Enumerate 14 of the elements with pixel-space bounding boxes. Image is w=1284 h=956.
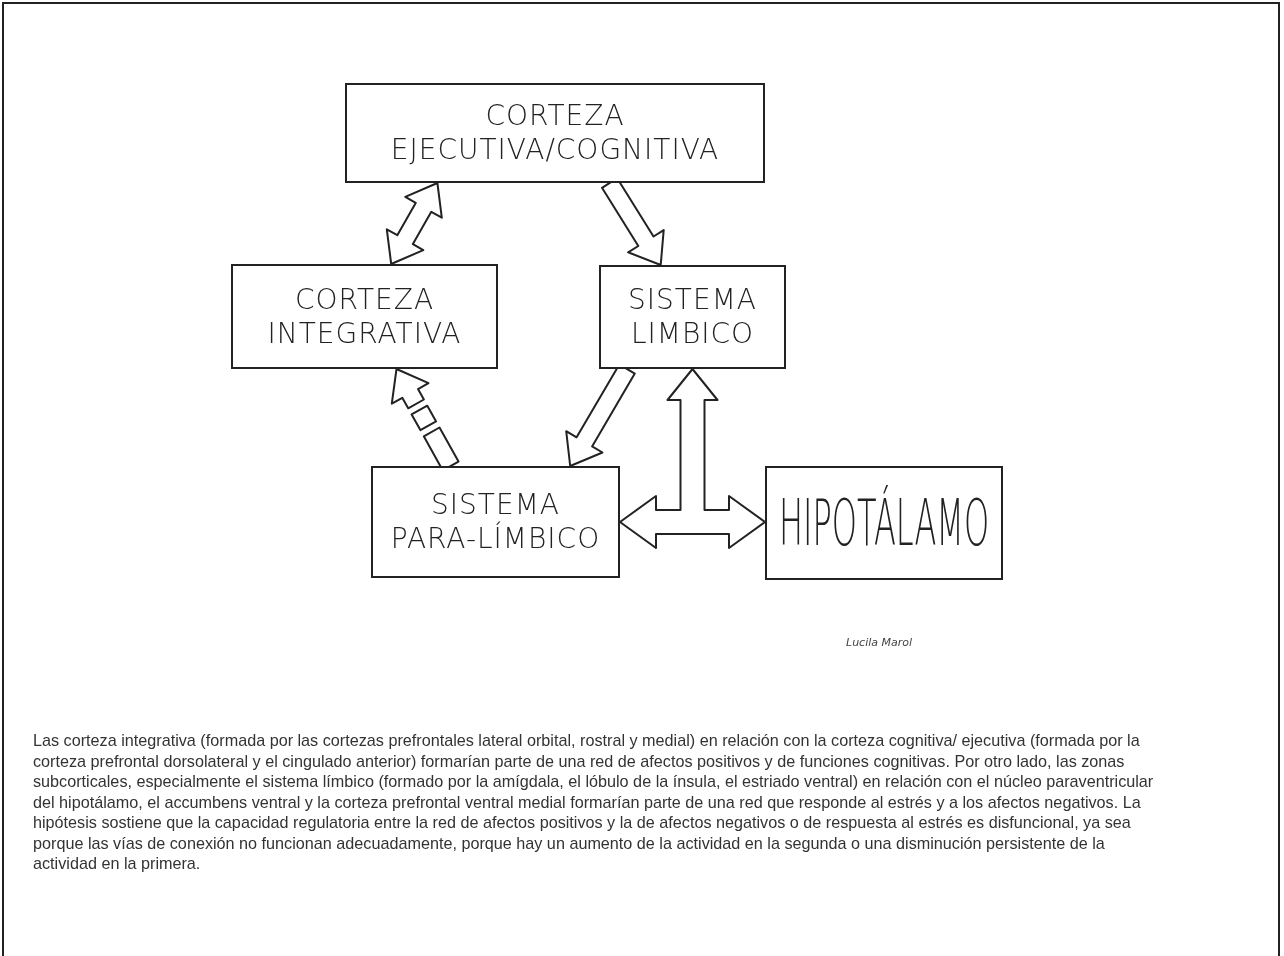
process-box xyxy=(231,264,498,369)
box-label: HIPOTÁLAMO xyxy=(778,484,990,562)
box-label: CORTEZA INTEGRATIVA xyxy=(266,282,463,351)
block-arrow xyxy=(385,182,443,265)
process-box xyxy=(765,466,1003,580)
process-box xyxy=(599,265,786,369)
box-label: SISTEMA PARA-LÍMBICO xyxy=(389,488,602,556)
process-box xyxy=(371,466,620,578)
signature: Lucila Marol xyxy=(846,636,913,649)
box-label: SISTEMA LIMBICO xyxy=(627,283,758,351)
box-label: CORTEZA EJECUTIVA/COGNITIVA xyxy=(389,99,721,167)
block-arrow xyxy=(619,368,766,549)
process-box xyxy=(345,83,765,183)
caption: Las corteza integrativa (formada por las cortezas prefrontales lateral orbital, rostral y medial) en relación con la corteza cognitiva/ ejecutiva (formada por la corteza prefrontal dorsolateral y el cingulado anterior) formarían parte de una red de afectos positivos y de funciones cognitivas. Por otro lado, las zonas subcorticales, especialmente el sistema límbico (formado por la amígdala, el lóbulo de la ínsula, el estriado ventral) en relación con el núcleo paraventricular del hipotálamo, el accumbens ventral y la corteza prefrontal ventral medial formarían parte de una red que responde al estrés y a los afectos negativos. La hipótesis sostiene que la capacidad regulatoria entre la red de afectos positivos y la de afectos negativos o de respuesta al estrés es disfuncional, ya sea porque las vías de conexión no funcionan adecuadamente, porque hay un aumento de la actividad en la segunda o una disminución persistente de la actividad en la primera. xyxy=(33,730,1155,874)
